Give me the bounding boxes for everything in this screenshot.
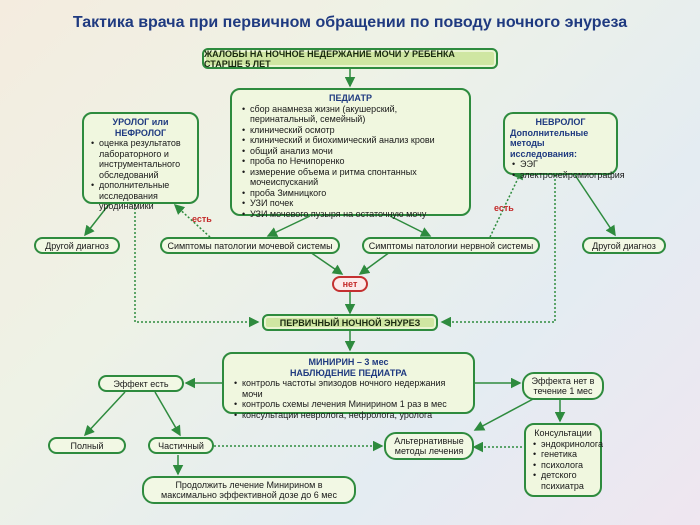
yes-label-right: есть <box>494 203 514 213</box>
pediatrician-item: измерение объема и ритма спонтанных моче… <box>242 167 461 188</box>
pediatrician-item: клинический и биохимический анализ крови <box>242 135 461 146</box>
urologist-item: дополнительные исследования уродинамики <box>91 180 192 212</box>
pediatrician-item: сбор анамнеза жизни (акушерский, перинат… <box>242 104 461 125</box>
result-partial: Частичный <box>148 437 214 454</box>
yes-label-left: есть <box>192 214 212 224</box>
minirin-title: МИНИРИН – 3 мес <box>308 357 389 367</box>
neurologist-box: НЕВРОЛОГ Дополнительные методы исследова… <box>503 112 625 180</box>
neurologist-title: НЕВРОЛОГ <box>535 117 586 127</box>
minirin-item: контроль схемы лечения Минирином 1 раз в… <box>234 399 465 410</box>
consult-item: детского психиатра <box>533 470 595 491</box>
pediatrician-item: УЗИ мочевого пузыря на остаточную мочу <box>242 209 461 220</box>
complaint-text: ЖАЛОБЫ НА НОЧНОЕ НЕДЕРЖАНИЕ МОЧИ У РЕБЕН… <box>204 48 455 69</box>
nervous-symptoms: Симптомы патологии нервной системы <box>362 237 540 254</box>
other-diagnosis-right: Другой диагноз <box>582 237 666 254</box>
consult-item: психолога <box>533 460 595 471</box>
primary-enuresis-text: ПЕРВИЧНЫЙ НОЧНОЙ ЭНУРЕЗ <box>279 317 421 328</box>
consult-item: эндокринолога <box>533 439 603 450</box>
pediatrician-item: общий анализ мочи <box>242 146 461 157</box>
pediatrician-item: клинический осмотр <box>242 125 461 136</box>
neurologist-item: электронейромиография <box>512 170 625 181</box>
neurologist-item: ЭЭГ <box>512 159 611 170</box>
no-label: нет <box>332 276 368 292</box>
consult-title: Консультации <box>534 428 592 438</box>
alternative-methods: Альтернативные методы лечения <box>384 432 474 460</box>
urologist-box: УРОЛОГ или НЕФРОЛОГ оценка результатов л… <box>82 112 199 211</box>
diagram-title: Тактика врача при первичном обращении по… <box>72 14 628 31</box>
pediatrician-box: ПЕДИАТР сбор анамнеза жизни (акушерский,… <box>230 88 471 219</box>
minirin-item: контроль частоты эпизодов ночного недерж… <box>234 378 465 399</box>
minirin-subtitle: НАБЛЮДЕНИЕ ПЕДИАТРА <box>289 367 408 378</box>
urologist-title: УРОЛОГ или НЕФРОЛОГ <box>112 117 169 138</box>
continue-treatment: Продолжить лечение Минирином в максималь… <box>142 476 356 504</box>
consult-box: Консультации эндокринолога генетика псих… <box>524 423 603 497</box>
primary-enuresis-banner: ПЕРВИЧНЫЙ НОЧНОЙ ЭНУРЕЗ <box>262 314 438 331</box>
pediatrician-item: проба по Нечипоренко <box>242 156 461 167</box>
pediatrician-item: проба Зимницкого <box>242 188 461 199</box>
effect-no: Эффекта нет в течение 1 мес <box>522 372 604 400</box>
complaint-banner: ЖАЛОБЫ НА НОЧНОЕ НЕДЕРЖАНИЕ МОЧИ У РЕБЕН… <box>202 48 498 69</box>
urologist-item: оценка результатов лабораторного и инстр… <box>91 138 192 180</box>
effect-yes: Эффект есть <box>98 375 184 392</box>
consult-item: генетика <box>533 449 595 460</box>
minirin-box: МИНИРИН – 3 мес НАБЛЮДЕНИЕ ПЕДИАТРА конт… <box>222 352 475 420</box>
minirin-item: консультации невролога, нефролога, уроло… <box>234 410 465 421</box>
urinary-symptoms: Симптомы патологии мочевой системы <box>160 237 340 254</box>
neurologist-subtitle: Дополнительные методы исследования: <box>510 127 589 159</box>
result-full: Полный <box>48 437 126 454</box>
pediatrician-item: УЗИ почек <box>242 198 461 209</box>
other-diagnosis-left: Другой диагноз <box>34 237 120 254</box>
pediatrician-title: ПЕДИАТР <box>329 93 372 103</box>
